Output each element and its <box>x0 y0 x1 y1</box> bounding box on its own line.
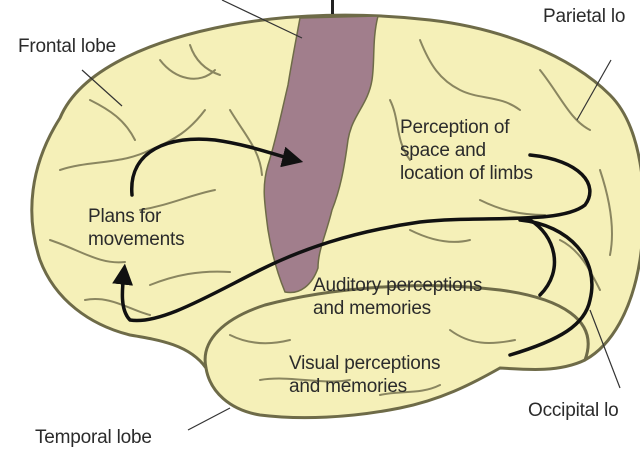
label-space-line-1: Perception of <box>400 116 533 139</box>
top-marker-bar <box>331 0 334 14</box>
label-visual-line-1: Visual perceptions <box>289 352 440 375</box>
label-auditory-perceptions: Auditory perceptions and memories <box>313 274 482 320</box>
label-visual-line-2: and memories <box>289 375 440 398</box>
label-plans-for-movements: Plans for movements <box>88 205 184 251</box>
label-auditory-line-1: Auditory perceptions <box>313 274 482 297</box>
label-perception-of-space: Perception of space and location of limb… <box>400 116 533 185</box>
label-temporal-lobe: Temporal lobe <box>35 426 152 449</box>
label-space-line-3: location of limbs <box>400 162 533 185</box>
label-auditory-line-2: and memories <box>313 297 482 320</box>
label-space-line-2: space and <box>400 139 533 162</box>
label-frontal-lobe: Frontal lobe <box>18 35 116 58</box>
label-occipital-lobe: Occipital lo <box>528 399 619 422</box>
label-plans-line-2: movements <box>88 228 184 251</box>
label-parietal-lobe: Parietal lo <box>543 5 625 28</box>
label-plans-line-1: Plans for <box>88 205 184 228</box>
label-visual-perceptions: Visual perceptions and memories <box>289 352 440 398</box>
